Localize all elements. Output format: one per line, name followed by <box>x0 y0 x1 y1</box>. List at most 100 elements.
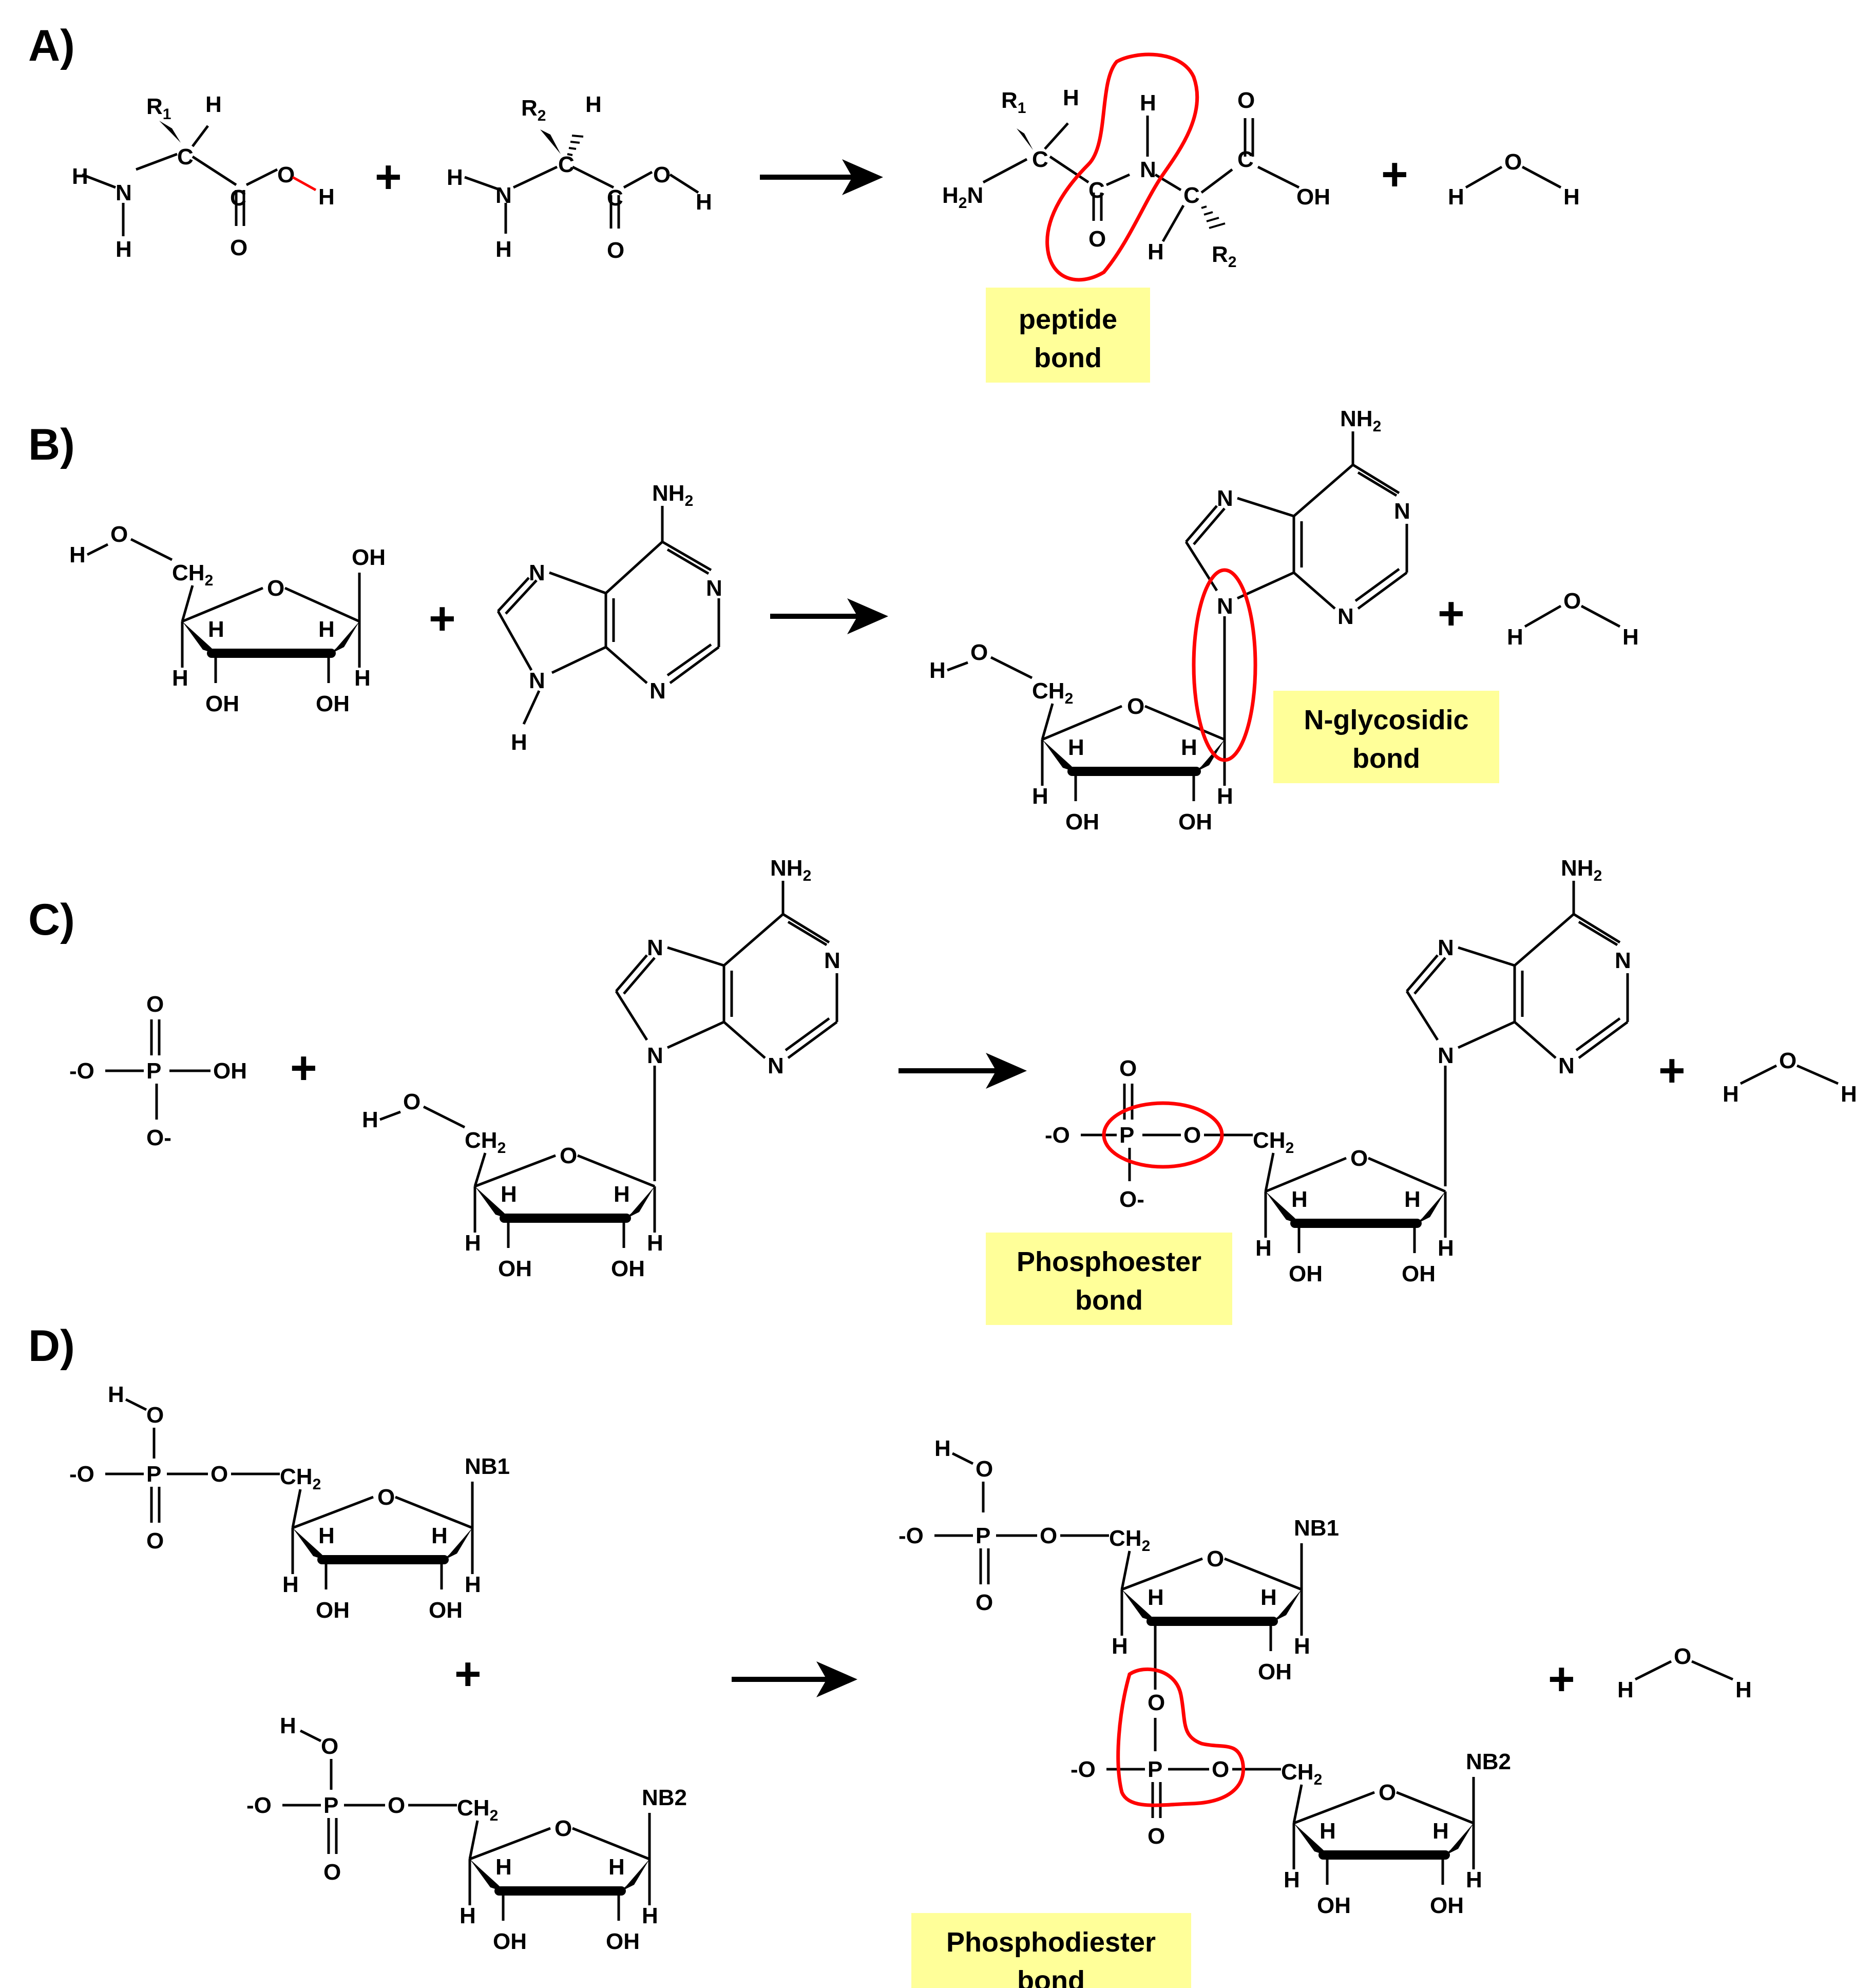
panel-c-label: C) <box>28 895 75 944</box>
svg-text:N: N <box>1438 1043 1454 1068</box>
svg-text:N: N <box>529 668 545 693</box>
svg-text:OH: OH <box>611 1256 645 1281</box>
n-glycosidic-bond-label: N-glycosidic <box>1304 705 1468 735</box>
svg-text:H2N: H2N <box>942 183 983 212</box>
svg-text:O: O <box>230 235 247 260</box>
svg-text:CH2: CH2 <box>1281 1759 1322 1788</box>
svg-text:H: H <box>647 1230 663 1256</box>
svg-text:OH: OH <box>429 1598 463 1623</box>
reaction-arrow <box>760 159 883 195</box>
svg-text:OH: OH <box>316 691 350 716</box>
svg-text:H: H <box>1735 1677 1752 1702</box>
phosphoester-bond-label-box <box>986 1233 1232 1325</box>
svg-text:H: H <box>1320 1819 1336 1844</box>
svg-text:N: N <box>647 1043 663 1068</box>
svg-text:OH: OH <box>1430 1893 1464 1918</box>
svg-text:H: H <box>431 1523 448 1548</box>
svg-text:CH2: CH2 <box>1109 1526 1150 1555</box>
svg-text:N: N <box>824 948 840 973</box>
removed-hydroxyl: OH <box>352 545 386 570</box>
adenosine: NH2 N N N N H O CH2 <box>362 856 840 1281</box>
svg-text:NB1: NB1 <box>465 1454 510 1479</box>
plus-sign: + <box>454 1649 482 1700</box>
svg-text:O: O <box>388 1793 405 1818</box>
svg-text:-O: -O <box>69 1462 94 1487</box>
svg-text:bond: bond <box>1352 743 1420 774</box>
svg-text:H: H <box>1217 784 1233 809</box>
removed-hydrogen: H <box>362 1107 378 1132</box>
peptide-bond-label: peptide <box>1019 304 1117 335</box>
water: H O H <box>1617 1644 1752 1702</box>
plus-sign: + <box>1548 1654 1575 1705</box>
svg-text:C: C <box>558 152 575 177</box>
svg-text:O: O <box>976 1456 993 1482</box>
svg-text:O: O <box>1088 226 1106 252</box>
svg-text:O: O <box>110 522 128 547</box>
removed-oxygen: O <box>277 162 295 187</box>
phosphoester-bond-label: Phosphoester <box>1017 1246 1201 1277</box>
svg-text:-O: -O <box>246 1793 272 1818</box>
svg-text:OH: OH <box>205 691 239 716</box>
svg-text:OH: OH <box>1065 809 1099 835</box>
svg-text:H: H <box>116 237 132 262</box>
svg-text:O: O <box>1212 1757 1229 1782</box>
svg-text:CH2: CH2 <box>465 1128 506 1157</box>
svg-text:C: C <box>1183 183 1200 208</box>
svg-text:H: H <box>72 164 88 189</box>
svg-text:-O: -O <box>1045 1123 1070 1148</box>
svg-text:O: O <box>1207 1546 1224 1572</box>
removed-hydrogen: H <box>495 237 512 262</box>
reaction-arrow <box>899 1053 1027 1089</box>
svg-text:H: H <box>205 92 222 117</box>
panel-a: A) H N H C R1 H C O O H + <box>28 21 1580 383</box>
svg-text:O: O <box>1148 1690 1165 1715</box>
svg-text:H: H <box>585 92 602 117</box>
svg-text:H: H <box>172 666 188 691</box>
svg-text:O: O <box>146 1528 164 1554</box>
svg-text:O: O <box>146 1403 164 1428</box>
svg-text:O: O <box>653 162 671 187</box>
svg-text:N: N <box>1217 594 1233 619</box>
svg-text:H: H <box>282 1572 299 1597</box>
svg-text:H: H <box>1723 1082 1739 1107</box>
svg-text:P: P <box>146 1058 161 1084</box>
svg-text:OH: OH <box>1317 1893 1351 1918</box>
svg-text:H: H <box>1622 624 1639 650</box>
svg-text:N: N <box>1394 499 1410 524</box>
svg-text:H: H <box>354 666 371 691</box>
svg-text:N: N <box>706 576 722 601</box>
panel-b: B) H O CH2 O OH H H H H OH OH <box>28 406 1639 835</box>
svg-text:H: H <box>69 542 86 567</box>
phosphate: O P -O OH O- <box>69 992 247 1150</box>
phosphodiester-bond-label: Phosphodiester <box>946 1927 1156 1958</box>
svg-text:H: H <box>1507 624 1523 650</box>
svg-text:R1: R1 <box>146 94 171 123</box>
svg-text:H: H <box>465 1230 481 1256</box>
svg-text:OH: OH <box>1178 809 1212 835</box>
svg-text:C: C <box>177 144 194 169</box>
plus-sign: + <box>1658 1045 1686 1096</box>
svg-text:H: H <box>465 1572 481 1597</box>
svg-text:H: H <box>934 1436 951 1461</box>
phosphoester-bond-highlight <box>1102 1101 1224 1169</box>
svg-text:-O: -O <box>69 1058 94 1084</box>
panel-d-label: D) <box>28 1321 75 1371</box>
svg-text:P: P <box>976 1523 990 1548</box>
svg-text:OH: OH <box>1296 184 1330 210</box>
svg-text:O: O <box>976 1590 993 1615</box>
svg-text:CH2: CH2 <box>457 1795 498 1824</box>
svg-text:NH2: NH2 <box>1561 856 1602 884</box>
svg-text:P: P <box>1119 1123 1134 1148</box>
svg-text:NH2: NH2 <box>770 856 811 884</box>
svg-text:H: H <box>1032 784 1048 809</box>
svg-text:O: O <box>1779 1048 1796 1073</box>
svg-text:CH2: CH2 <box>172 560 213 589</box>
svg-text:O: O <box>403 1089 421 1114</box>
panel-c: C) O P -O OH O- + NH2 N N <box>28 856 1857 1325</box>
svg-text:O: O <box>1563 589 1581 614</box>
svg-text:H: H <box>1140 90 1156 116</box>
svg-text:-O: -O <box>899 1523 924 1548</box>
svg-text:CH2: CH2 <box>1032 678 1073 707</box>
svg-text:H: H <box>495 1854 512 1880</box>
svg-text:O: O <box>146 992 164 1017</box>
